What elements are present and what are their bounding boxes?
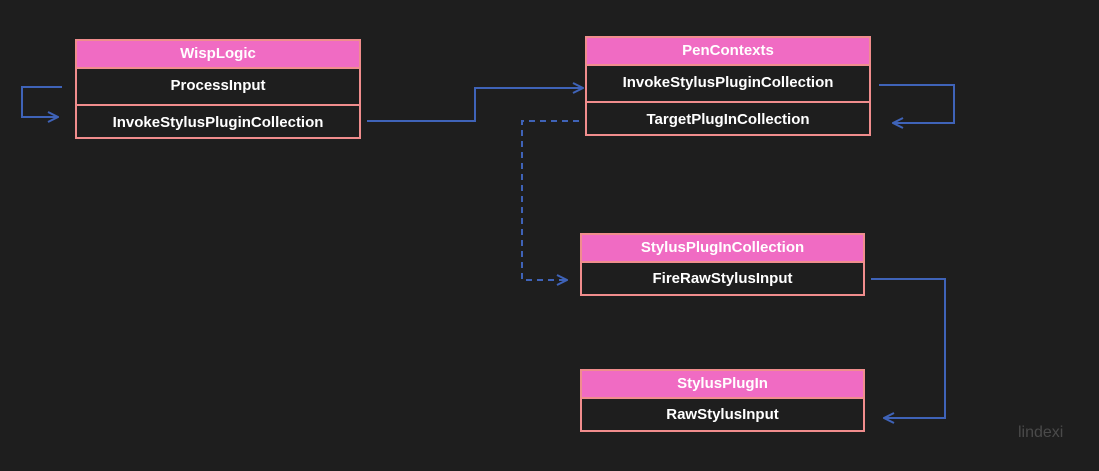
invoke-stylus-plugin-collection-row: InvokeStylusPluginCollection (77, 104, 359, 139)
wisp-to-pencontexts-arrow (367, 88, 583, 122)
stylus-plugin-collection-box: StylusPlugInCollection FireRawStylusInpu… (580, 233, 865, 296)
stylus-plugin-box: StylusPlugIn RawStylusInput (580, 369, 865, 432)
raw-stylus-input-row: RawStylusInput (666, 406, 779, 423)
process-input-row: ProcessInput (170, 77, 266, 94)
target-plugin-collection-row: TargetPlugInCollection (587, 101, 869, 136)
pen-contexts-title: PenContexts (587, 38, 869, 66)
target-to-collection-dashed-arrow (521, 120, 579, 280)
watermark: lindexi (1018, 424, 1064, 441)
wisp-logic-title: WispLogic (77, 41, 359, 69)
collection-to-plugin-arrow (871, 278, 946, 418)
pen-invoke-stylus-plugin-collection-row: InvokeStylusPluginCollection (622, 74, 834, 91)
wisp-logic-box: WispLogic ProcessInput InvokeStylusPlugi… (75, 39, 361, 139)
wisp-self-loop-arrow (21, 86, 62, 117)
pen-contexts-box: PenContexts InvokeStylusPluginCollection… (585, 36, 871, 136)
stylus-plugin-collection-title: StylusPlugInCollection (582, 235, 863, 263)
fire-raw-stylus-input-row: FireRawStylusInput (652, 270, 793, 287)
stylus-plugin-title: StylusPlugIn (582, 371, 863, 399)
pencontexts-self-loop-arrow (879, 84, 955, 123)
